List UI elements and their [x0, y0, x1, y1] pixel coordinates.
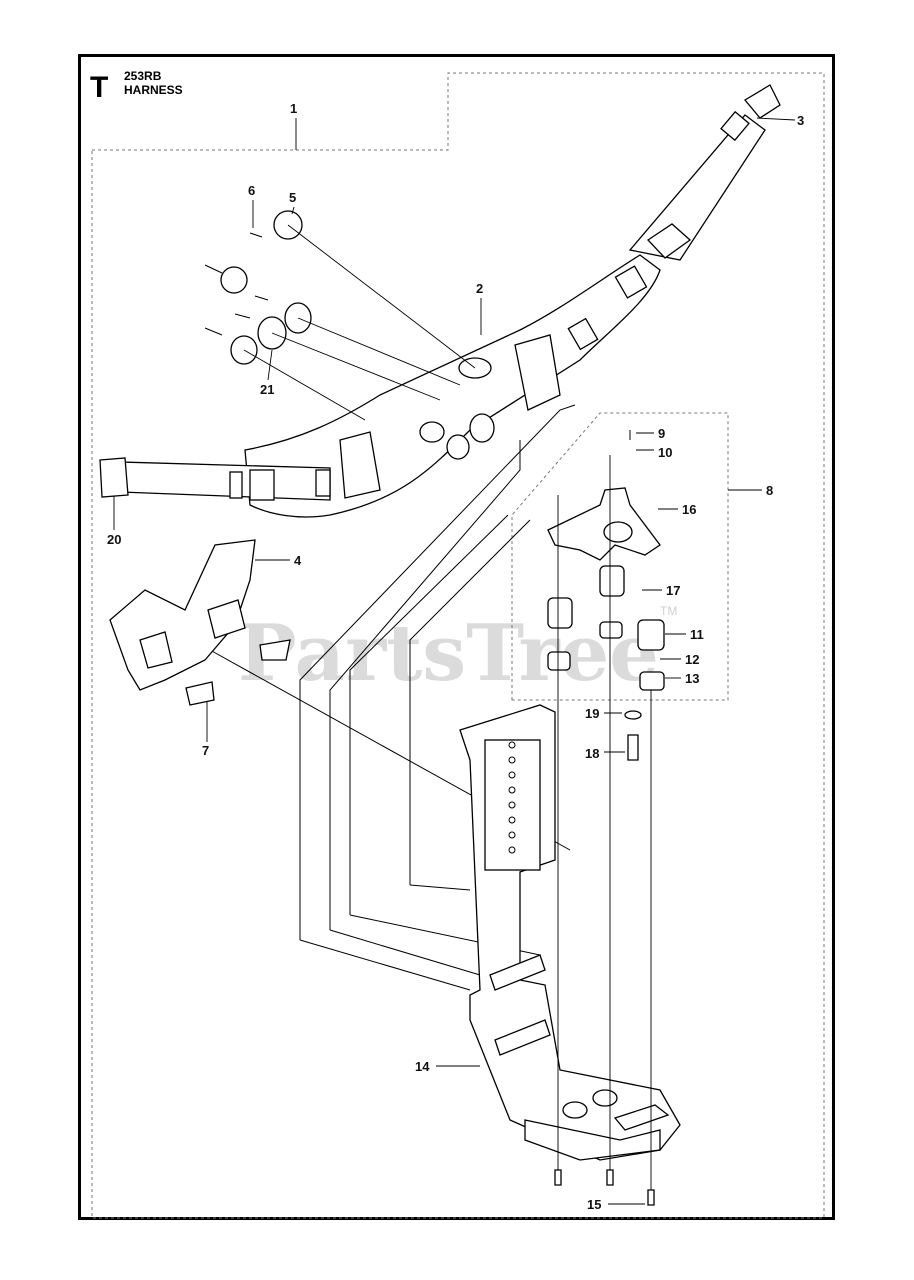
callout-5: 5: [289, 190, 296, 205]
callout-12: 12: [685, 652, 699, 667]
callout-6: 6: [248, 183, 255, 198]
callout-9: 9: [658, 426, 665, 441]
callout-16: 16: [682, 502, 696, 517]
springs: [547, 565, 665, 651]
callout-8: 8: [766, 483, 773, 498]
callout-7: 7: [202, 743, 209, 758]
backpad: [244, 254, 661, 518]
callout-21: 21: [260, 382, 274, 397]
diagram-frame: [78, 54, 835, 1220]
section-letter: T: [90, 71, 108, 104]
callout-labels: 1 2 3 4 5 6 7 8 9 10 11 12 13 14 15 16 1: [107, 101, 804, 1212]
callout-1: 1: [290, 101, 297, 116]
callout-18: 18: [585, 746, 599, 761]
diagram-title: HARNESS: [124, 83, 183, 97]
frame-adjust-holes: [508, 741, 516, 854]
callout-11: 11: [690, 627, 704, 642]
assembly-leaders: [209, 404, 576, 991]
watermark: PartsTree: [238, 608, 659, 699]
washers-and-screws: [204, 210, 476, 421]
assembly-1-boundary: [91, 72, 825, 1219]
model-number: 253RB: [124, 69, 162, 83]
callout-17: 17: [666, 583, 680, 598]
hip-plate: [109, 539, 291, 706]
callout-19: 19: [585, 706, 599, 721]
callout-15: 15: [587, 1197, 601, 1212]
waist-belt: [99, 457, 331, 501]
assembly-8-boundary: [511, 412, 729, 701]
frame: [459, 704, 681, 1161]
frame-screws: [554, 1169, 655, 1206]
callout-2: 2: [476, 281, 483, 296]
callout-4: 4: [294, 553, 302, 568]
watermark-tm: TM: [660, 604, 677, 618]
callout-3: 3: [797, 113, 804, 128]
callout-10: 10: [658, 445, 672, 460]
rubber-dampers: [547, 621, 665, 691]
callout-20: 20: [107, 532, 121, 547]
shoulder-strap: [628, 84, 781, 261]
callout-14: 14: [415, 1059, 430, 1074]
callout-13: 13: [685, 671, 699, 686]
isolator-kit: [547, 430, 665, 1195]
